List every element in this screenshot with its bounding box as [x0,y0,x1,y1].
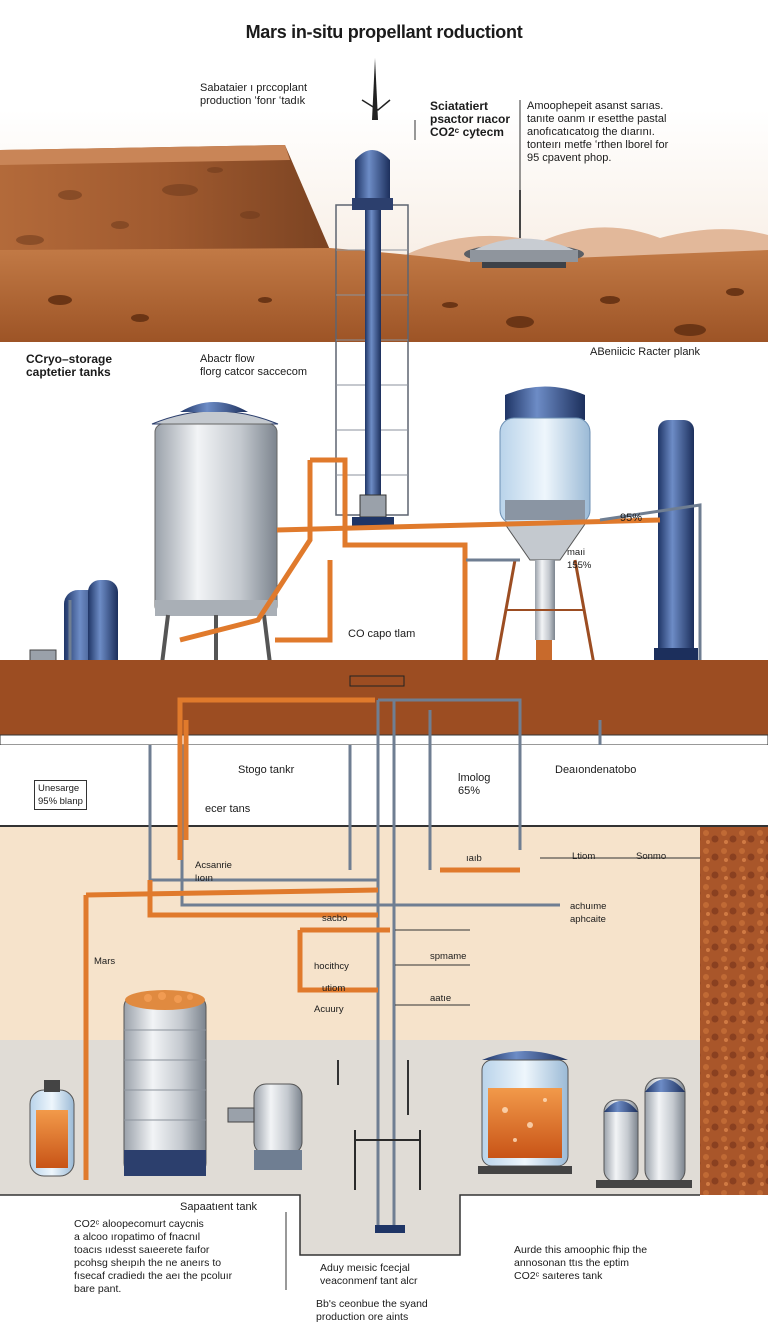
achune-label: achuıme aphcaite [570,901,607,925]
sabatier-label: Sabataier ı prccoplant production ʻfonr … [200,82,308,107]
acuuy-label: Acuury [314,1004,344,1015]
abentic-reactor-label: ABeniicic Racter plank [590,346,701,358]
imolog-label: lmolog 65% [458,772,491,797]
sacbo-label: sacbo [322,913,348,924]
center-bottom-note: Aduy meısic fcecjal veaconmenf tant alcr [320,1262,418,1287]
ecer-tans-label: ecer tans [205,803,251,815]
center-bottom-note-2: Bb's ceonbue the syand production ore ai… [316,1298,428,1323]
right-bottom-note: Aurde this amoophic fhip the annosonan t… [514,1244,648,1282]
hocithcy-label: hocithcy [314,961,349,972]
ltiom-label: Ltiom [572,851,596,862]
deaion-label: Deaıondenatobo [555,764,637,776]
cryo-storage-label: CCryo–storage captetier tanks [26,352,113,379]
stogo-tank-label: Stogo tankr [238,764,295,776]
co-capture-label: CO capo tlam [348,628,416,640]
unesarge-label: Unesarge 95% blanp [34,780,87,810]
abactr-flow-label: Abactr flow florg catcor saccecom [200,353,307,378]
left-bottom-note: CO2ᶜ aloopecomurt caycnis a alcoo ıropat… [74,1218,233,1295]
acsanrie-label: Acsanrie lıoın [195,860,232,884]
aatie-label: aatıe [430,993,452,1004]
percent-95-label: 95% [620,512,643,524]
mars-label: Mars [94,956,116,967]
atmosphere-note: Amoophepeit asanst sarıas. tanıte oanm ı… [527,100,669,164]
reactor-label: Sciatatiert psactor rıacor CO2ᶜ cytecm [430,99,511,139]
separator-tank-label: Sapaatıent tank [180,1201,258,1213]
sonmo-label: Sonmo [636,851,667,862]
diagram-title: Mars in-situ propellant roductiont [245,22,523,42]
tab-label: ıaıb [466,853,482,864]
utiom-label: utiom [322,983,346,994]
spmame-label: spmame [430,951,467,962]
small-reading-label: maıi 155% [567,547,592,571]
